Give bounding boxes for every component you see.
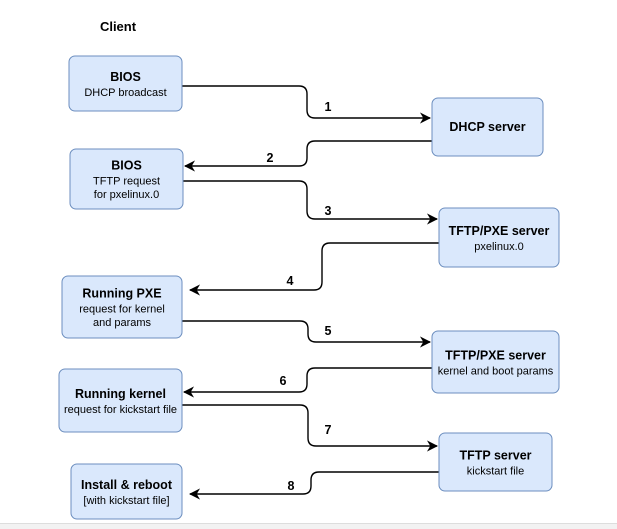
edge-4: 4	[188, 242, 439, 296]
node-box	[70, 463, 183, 520]
edges-layer: 1 2 3 4 5 6 7 8	[182, 85, 439, 500]
edge-label-5: 5	[325, 324, 332, 338]
node-tftp-server: TFTP server kickstart file	[438, 432, 553, 492]
edge-8: 8	[188, 471, 439, 500]
node-install-reboot: Install & reboot [with kickstart file]	[70, 463, 183, 520]
node-running-kernel: Running kernel request for kickstart file	[58, 368, 183, 433]
node-box	[61, 275, 183, 339]
node-detail: and params	[93, 317, 152, 329]
edge-arrow-1	[182, 85, 432, 124]
node-detail: TFTP request	[93, 176, 160, 188]
edge-5: 5	[182, 320, 432, 348]
node-detail: for pxelinux.0	[94, 189, 159, 201]
edge-arrow-6	[182, 367, 432, 398]
node-detail: kickstart file	[467, 465, 524, 477]
edge-arrow-4	[188, 242, 439, 296]
node-detail: [with kickstart file]	[83, 495, 169, 507]
node-title: Running PXE	[82, 287, 161, 301]
client-heading: Client	[100, 19, 137, 34]
edge-1: 1	[182, 85, 432, 124]
edge-label-3: 3	[325, 204, 332, 218]
node-title: DHCP server	[449, 120, 525, 134]
edge-label-1: 1	[325, 100, 332, 114]
edge-label-8: 8	[288, 479, 295, 493]
node-title: Running kernel	[75, 387, 166, 401]
node-title: BIOS	[111, 159, 142, 173]
node-tftp-pxe-1: TFTP/PXE server pxelinux.0	[438, 207, 560, 268]
node-title: TFTP/PXE server	[449, 224, 550, 238]
node-detail: kernel and boot params	[438, 365, 554, 377]
node-box	[69, 148, 184, 210]
edge-arrow-5	[182, 320, 432, 348]
bottom-strip	[0, 523, 617, 529]
edge-label-2: 2	[267, 151, 274, 165]
edge-arrow-7	[182, 404, 439, 452]
edge-3: 3	[183, 180, 439, 225]
edge-6: 6	[182, 367, 432, 398]
node-box	[68, 55, 183, 112]
edge-7: 7	[182, 404, 439, 452]
node-tftp-pxe-2: TFTP/PXE server kernel and boot params	[431, 330, 560, 394]
node-title: TFTP/PXE server	[445, 348, 546, 362]
edge-arrow-2	[183, 140, 432, 172]
node-box	[58, 368, 183, 433]
node-bios-dhcp: BIOS DHCP broadcast	[68, 55, 183, 112]
node-box	[431, 330, 560, 394]
node-title: BIOS	[110, 70, 141, 84]
edge-2: 2	[183, 140, 432, 172]
node-title: TFTP server	[459, 448, 531, 462]
edge-label-4: 4	[287, 274, 294, 288]
edge-arrow-3	[183, 180, 439, 225]
node-dhcp-server: DHCP server	[431, 97, 544, 157]
edge-arrow-8	[188, 471, 439, 500]
node-detail: request for kernel	[79, 304, 165, 316]
node-box	[431, 97, 544, 157]
node-detail: DHCP broadcast	[84, 87, 166, 99]
node-title: Install & reboot	[81, 478, 173, 492]
edge-label-6: 6	[280, 374, 287, 388]
node-detail: request for kickstart file	[64, 404, 177, 416]
node-box	[438, 207, 560, 268]
node-box	[438, 432, 553, 492]
edge-label-7: 7	[325, 423, 332, 437]
node-detail: pxelinux.0	[474, 241, 524, 253]
